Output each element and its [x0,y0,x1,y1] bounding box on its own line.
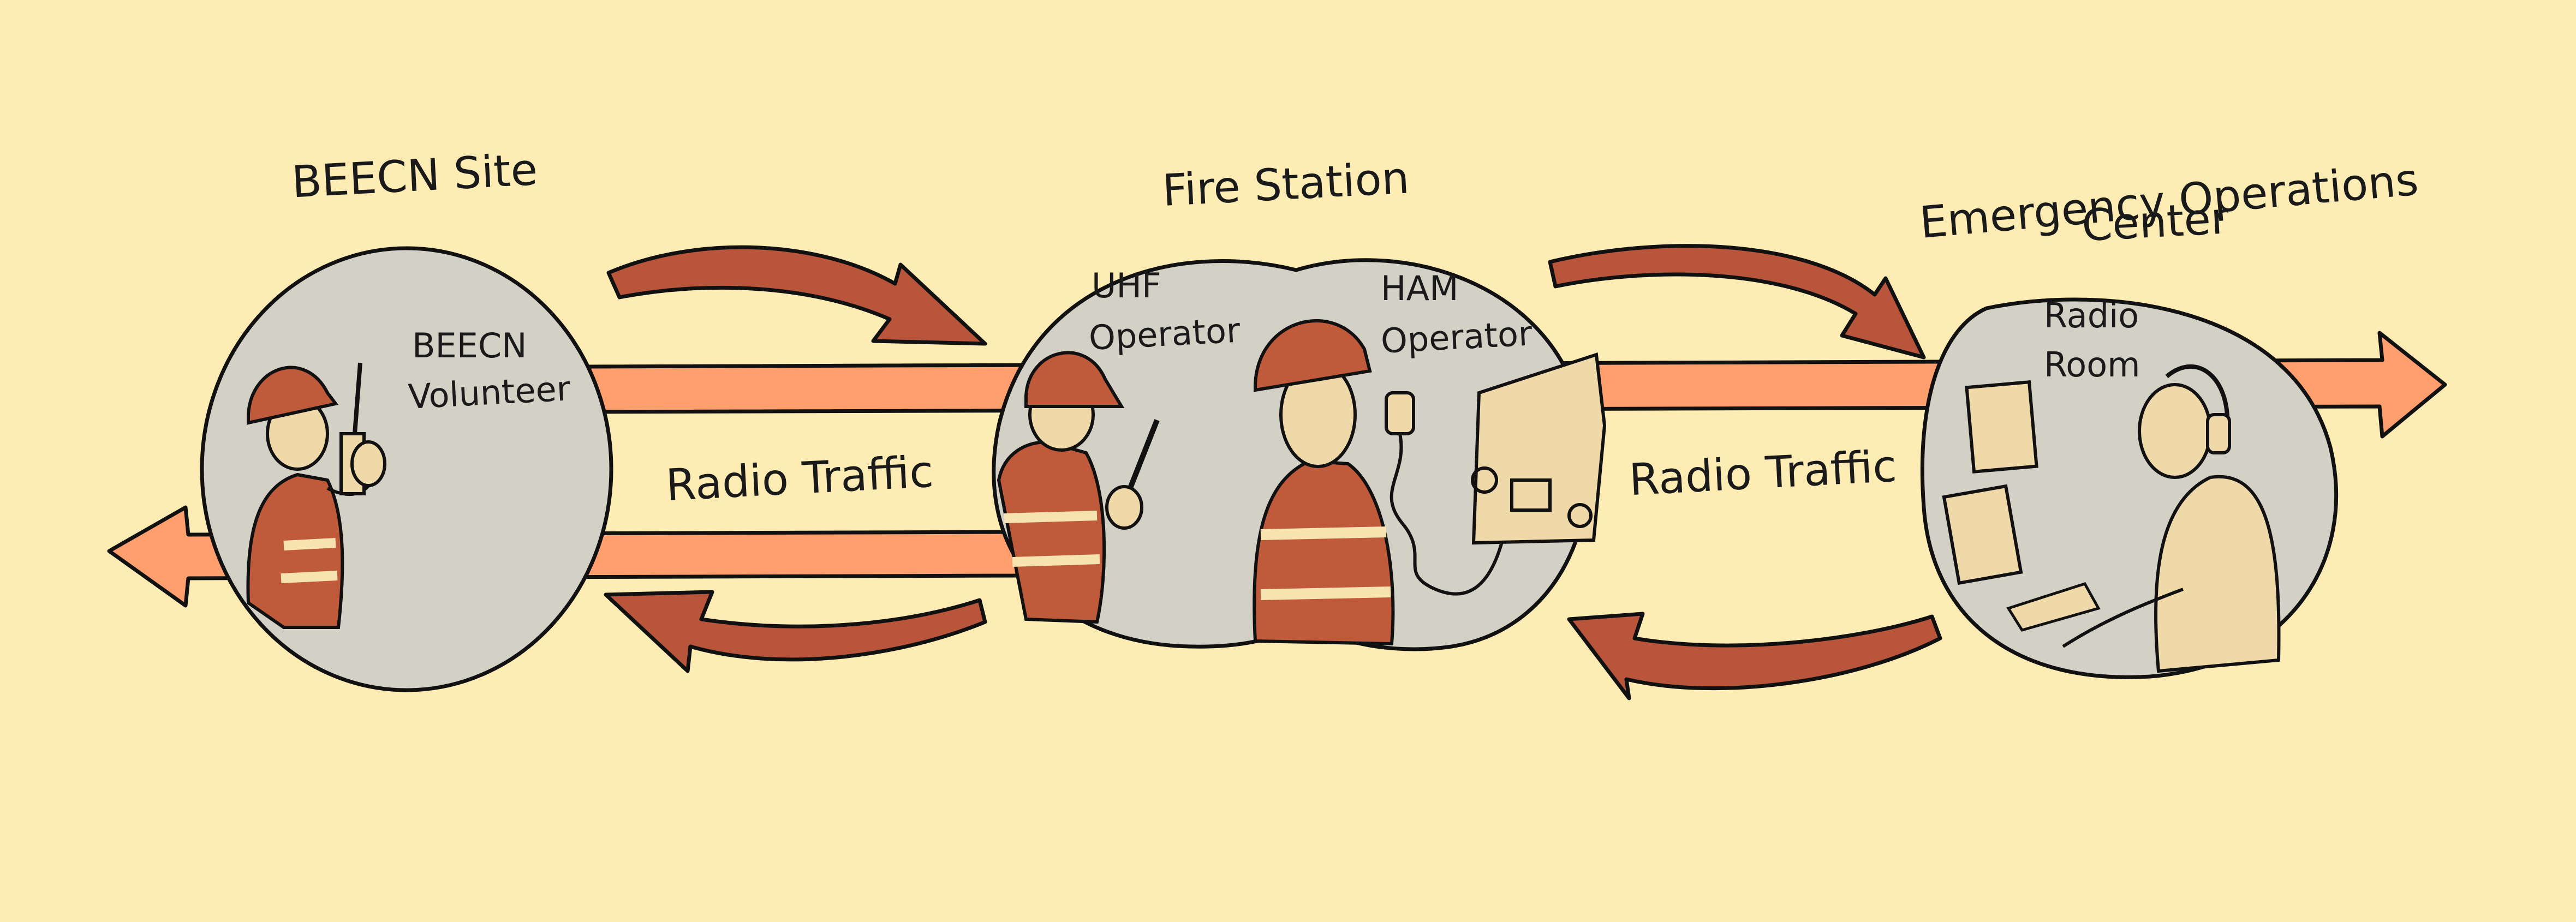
beecn-volunteer-label-line2: Volunteer [407,368,571,416]
radio-traffic-left-label: Radio Traffic [665,446,935,511]
beecn-volunteer-figure [246,362,386,629]
ham-label-line2: Operator [1380,313,1533,361]
curved-arrow-fire-to-beecn [604,590,987,673]
uhf-label-line1: UHF [1092,266,1161,306]
fire-station-title: Fire Station [1161,152,1410,216]
radio-room-figure [1942,364,2281,673]
beecn-site-circle [200,246,613,692]
beecn-site-title: BEECN Site [290,144,539,207]
eoc-title-line2: Center [2080,193,2230,251]
curved-arrow-fire-to-eoc [1548,244,1926,360]
uhf-label-line2: Operator [1088,310,1241,358]
ham-operator-figure [1253,319,1607,646]
ham-label-line1: HAM [1381,268,1459,308]
beecn-volunteer-label-line1: BEECN [412,326,527,366]
uhf-operator-figure [997,351,1160,624]
curved-arrow-beecn-to-fire [606,245,987,346]
curved-arrow-eoc-to-fire [1567,612,1942,701]
radio-room-label-line1: Radio [2044,296,2139,336]
radio-traffic-right-label: Radio Traffic [1628,441,1898,506]
radio-room-label-line2: Room [2044,345,2140,385]
